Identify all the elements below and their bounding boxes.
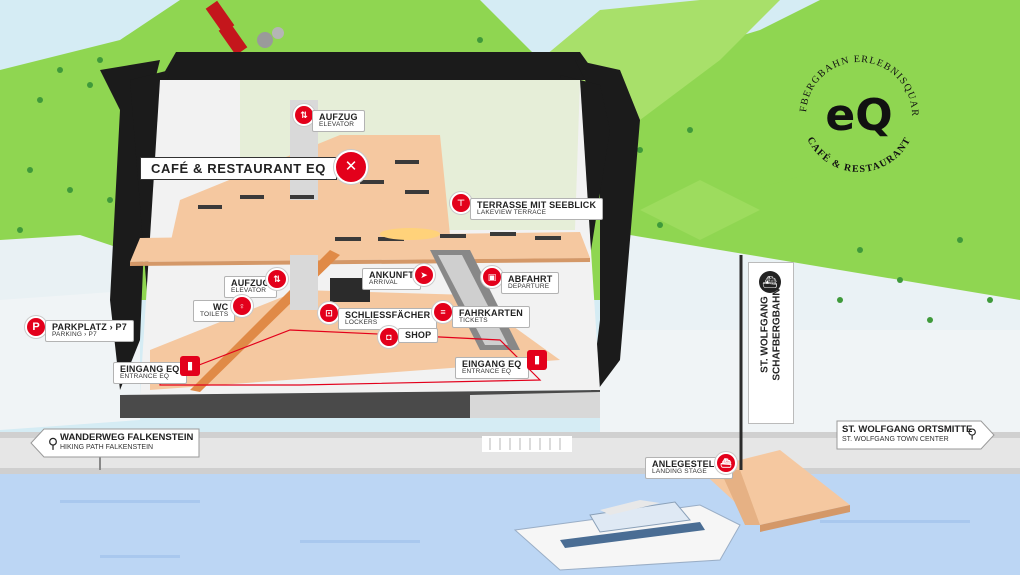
boat-icon[interactable]: ⛴ [715, 452, 737, 474]
logo-ring-bottom: CAFÉ & RESTAURANT [805, 135, 913, 175]
logo-mark: eQ [825, 90, 892, 141]
schafbergbahn-line1: ST. WOLFGANG [759, 296, 771, 373]
parking-badge-icon[interactable]: P [25, 316, 47, 338]
pedestrian-icon: ⚲ [967, 426, 977, 441]
cutlery-icon[interactable]: ✕ [334, 150, 368, 184]
train-icon[interactable]: ➤ [413, 264, 435, 286]
elevator-icon[interactable]: ⇅ [293, 104, 315, 126]
mountain-train [205, 0, 284, 79]
table-icon[interactable]: ⊤ [450, 192, 472, 214]
shopping-bag-icon[interactable]: ◘ [378, 326, 400, 348]
door-icon[interactable]: ▮ [527, 350, 547, 370]
wanderweg-sign-shape [30, 428, 200, 458]
ortsmitte-sublabel: ST. WOLFGANG TOWN CENTER [842, 436, 949, 443]
hiker-icon: ⚲ [47, 435, 59, 451]
eq-logo: SCHAFBERGBAHN ERLEBNISQUARTIER CAFÉ & RE… [780, 32, 934, 190]
wanderweg-label[interactable]: WANDERWEG FALKENSTEIN [60, 432, 194, 443]
lake [0, 474, 1020, 575]
pier [700, 450, 850, 525]
cafe-restaurant-label[interactable]: CAFÉ & RESTAURANT EQ [140, 157, 337, 180]
toilet-icon[interactable]: ♀ [231, 295, 253, 317]
locker-icon[interactable]: ⊡ [318, 302, 340, 324]
boat [513, 500, 741, 571]
schafbergbahn-sign[interactable]: ⛴ ST. WOLFGANG SCHAFBERGBAHN [748, 262, 794, 424]
ortsmitte-label[interactable]: ST. WOLFGANG ORTSMITTE [842, 424, 973, 435]
label-shop[interactable]: SHOP [398, 328, 439, 344]
ortsmitte-sign-shape [836, 420, 995, 450]
wanderweg-sublabel: HIKING PATH FALKENSTEIN [60, 444, 154, 451]
elevator-icon[interactable]: ⇅ [266, 268, 288, 290]
boat-icon: ⛴ [759, 271, 781, 293]
train-icon[interactable]: ▣ [481, 266, 503, 288]
door-icon[interactable]: ▮ [180, 356, 200, 376]
svg-text:CAFÉ & RESTAURANT: CAFÉ & RESTAURANT [805, 135, 914, 175]
ticket-icon[interactable]: ≡ [432, 301, 454, 323]
schafbergbahn-line2: SCHAFBERGBAHN [771, 288, 782, 381]
